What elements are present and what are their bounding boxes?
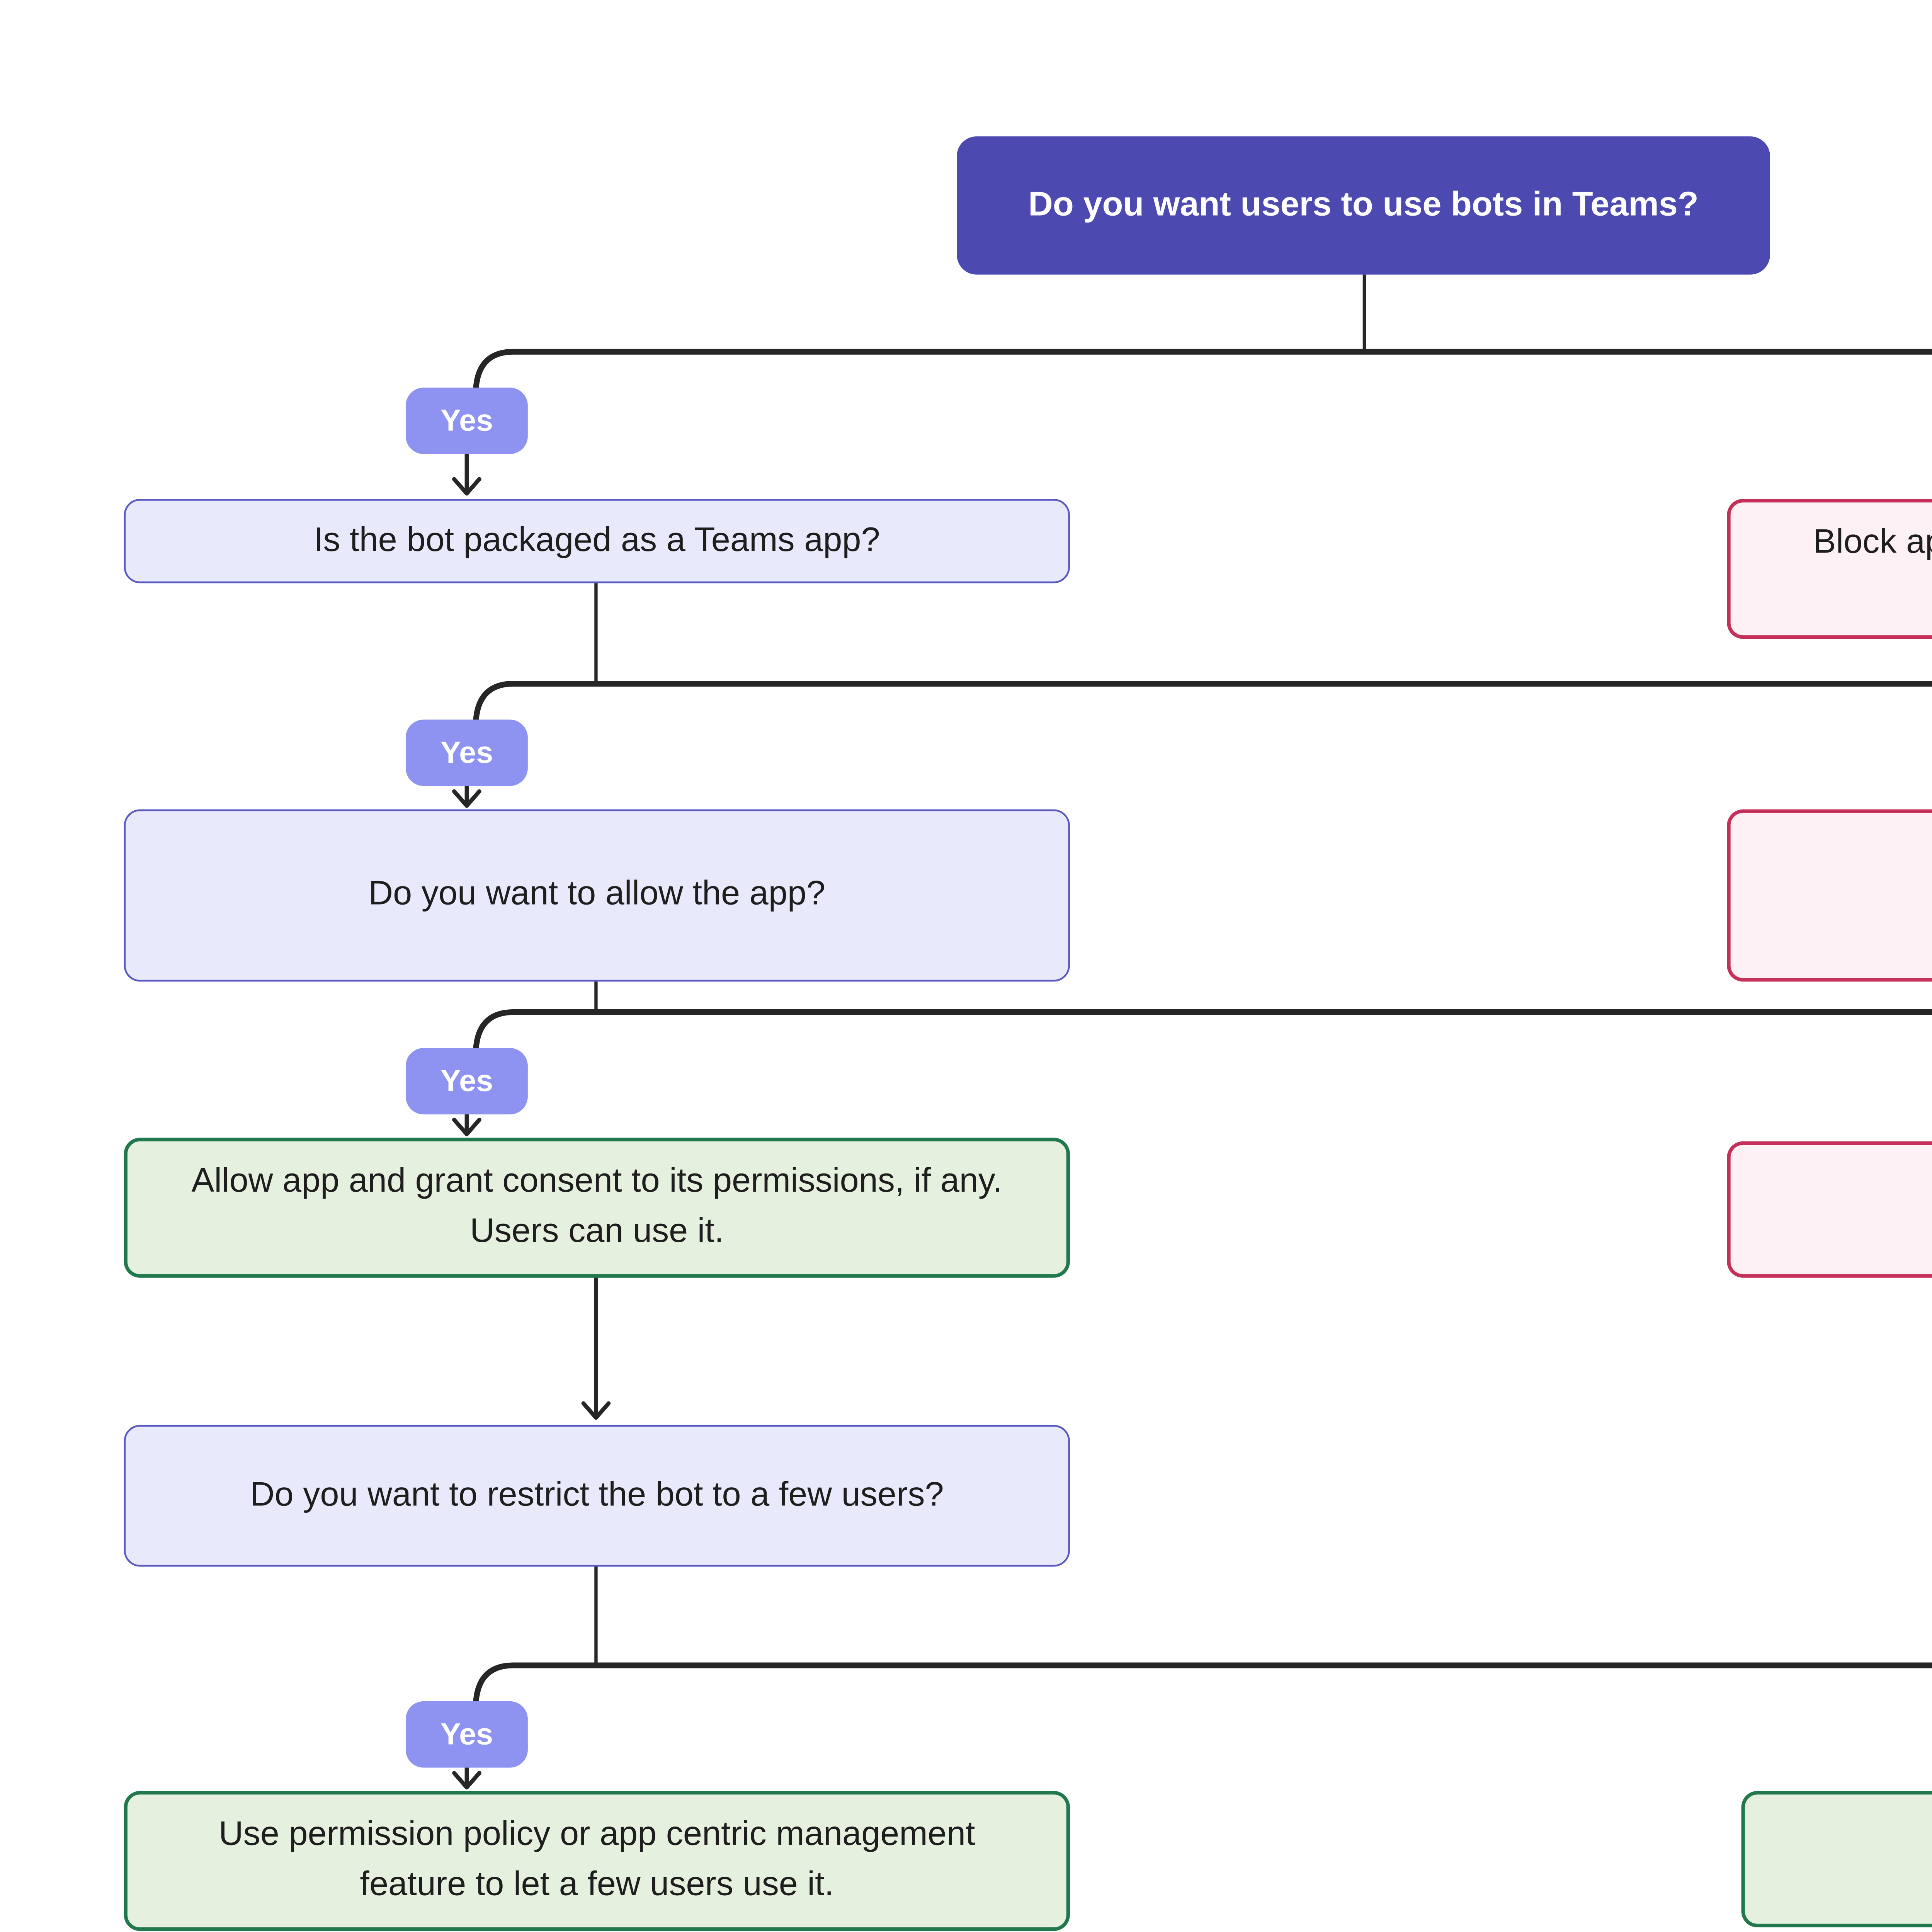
edge-arrow-yes-3 [452,1112,481,1136]
node-use-permission-policy: Use permission policy or app centric man… [124,1791,1070,1931]
edge-label-yes-2: Yes [405,719,528,786]
edge-arrow-yes-2 [452,784,481,808]
node-block-app: Block app containing the bot or disable … [1727,499,1932,639]
edge-bus-1 [473,349,1932,395]
edge-bus-3 [473,1009,1932,1055]
edge-label-yes-1: Yes [405,388,528,454]
node-allow-grant-consent: Allow app and grant consent to its permi… [124,1138,1070,1278]
edge-arrow-yes-1 [452,452,481,496]
edge-arrow-allow-to-restrict [581,1276,611,1420]
edge-bus-4 [473,1662,1932,1709]
edge-arrow-yes-4 [452,1765,481,1790]
edge-bus-2 [473,681,1932,727]
node-question-allow: Do you want to allow the app? [124,809,1070,982]
edge-label-yes-3: Yes [405,1048,528,1115]
node-question-packaged: Is the bot packaged as a Teams app? [124,499,1070,583]
node-cant-use-1: Users can’t use it. [1727,809,1932,982]
node-root-question: Do you want users to use bots in Teams? [957,136,1770,275]
node-can-use-no-action: Users can use it. No action required. [1741,1791,1932,1927]
edge-label-yes-4: Yes [405,1701,528,1768]
node-cant-use-2: Users can’t use it. [1727,1141,1932,1278]
node-question-restrict: Do you want to restrict the bot to a few… [124,1425,1070,1567]
